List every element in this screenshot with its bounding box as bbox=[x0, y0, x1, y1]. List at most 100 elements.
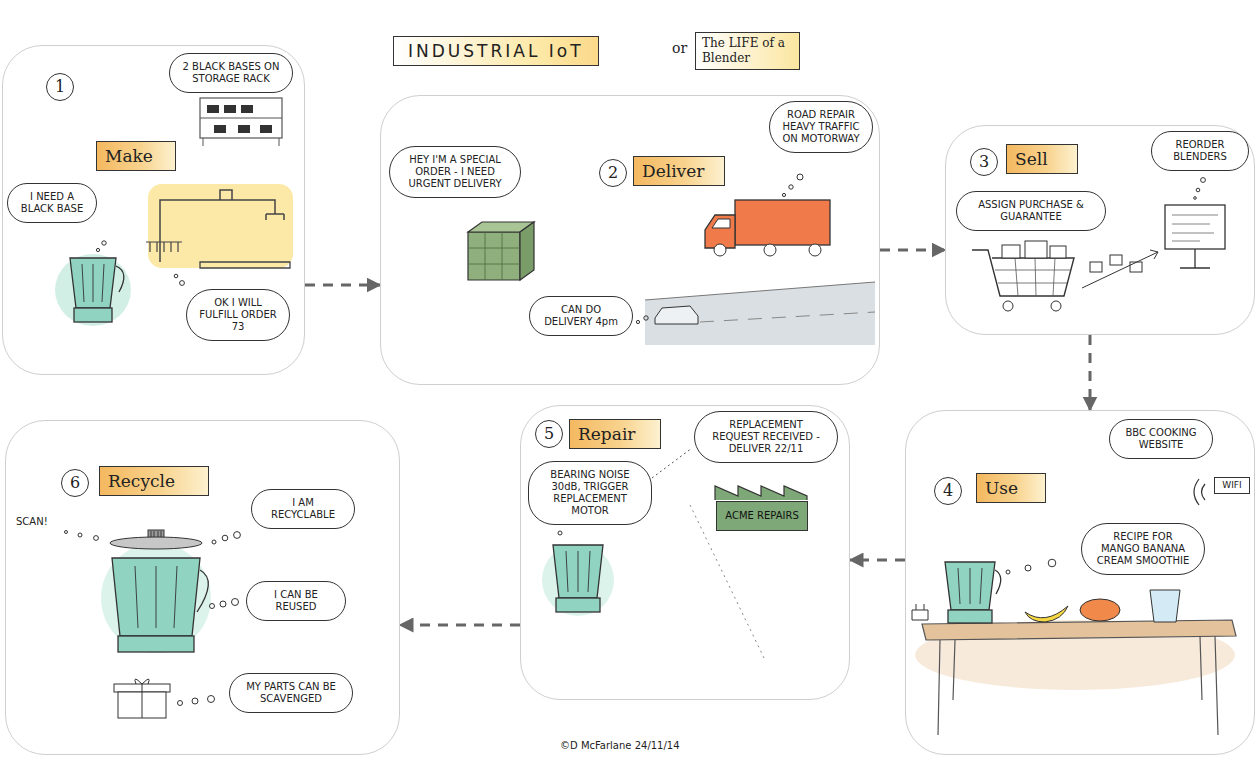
blender-jar bbox=[945, 562, 995, 610]
table-wash bbox=[915, 620, 1235, 690]
truck-box bbox=[735, 200, 830, 245]
dashed-flow-arrow bbox=[1089, 335, 1092, 410]
blender-jar bbox=[112, 558, 200, 636]
stage-region: 2HEY I'M A SPECIAL ORDER - I NEED URGENT… bbox=[380, 95, 880, 385]
thought-bubble: I AM RECYCLABLE bbox=[251, 489, 355, 529]
rack-leg bbox=[203, 138, 204, 146]
thought-bubble: REORDER BLENDERS bbox=[1151, 131, 1249, 171]
stage-number: 3 bbox=[970, 148, 998, 176]
cart-wheel bbox=[1051, 301, 1061, 311]
bubble-text: REORDER BLENDERS bbox=[1164, 139, 1236, 163]
rack-frame bbox=[200, 98, 282, 138]
blender-lid bbox=[110, 537, 202, 549]
thought-dot bbox=[1048, 559, 1056, 567]
monitor-lines bbox=[1172, 215, 1218, 241]
cart-item bbox=[1002, 245, 1020, 258]
stage-label-box: Make bbox=[96, 141, 176, 171]
blender-ribs bbox=[958, 568, 982, 604]
thought-bubble: MY PARTS CAN BE SCAVENGED bbox=[229, 673, 353, 713]
diagram-title: INDUSTRIAL IoT bbox=[393, 36, 599, 66]
thought-bubble: ASSIGN PURCHASE & GUARANTEE bbox=[956, 191, 1106, 231]
thought-dot bbox=[220, 601, 226, 607]
bubble-text: ROAD REPAIR HEAVY TRAFFIC ON MOTORWAY bbox=[782, 109, 860, 145]
pallet-front bbox=[468, 232, 520, 280]
blender-wash bbox=[542, 544, 614, 616]
thought-bubble: ROAD REPAIR HEAVY TRAFFIC ON MOTORWAY bbox=[769, 101, 873, 153]
road-marking bbox=[700, 312, 875, 322]
stage-number: 1 bbox=[46, 73, 74, 101]
factory-building: ACME REPAIRS bbox=[716, 501, 808, 531]
cart-wheel bbox=[1003, 301, 1013, 311]
dashed-flow-arrow bbox=[305, 284, 380, 287]
stage-number: 5 bbox=[535, 420, 563, 448]
rack-item bbox=[241, 105, 253, 113]
parts-box-bow bbox=[135, 679, 149, 718]
bubble-text: I CAN BE REUSED bbox=[259, 589, 333, 613]
blender-handle bbox=[116, 266, 124, 292]
stage-label: Recycle bbox=[108, 470, 200, 492]
truck-wheel bbox=[764, 244, 776, 256]
thought-dot bbox=[222, 535, 228, 541]
bubble-text: I AM RECYCLABLE bbox=[264, 497, 342, 521]
thought-dot bbox=[192, 698, 198, 704]
banana bbox=[1025, 606, 1068, 622]
router-label: WIFI bbox=[1218, 480, 1246, 491]
stage-region: 5RepairBEARING NOISE 30dB, TRIGGER REPLA… bbox=[520, 405, 850, 700]
power-plug bbox=[912, 604, 928, 620]
thought-dot bbox=[212, 540, 216, 544]
factory-roof bbox=[715, 486, 807, 500]
rack-item bbox=[238, 125, 250, 133]
thought-dot bbox=[96, 248, 99, 251]
bubble-text: REPLACEMENT REQUEST RECEIVED - DELIVER 2… bbox=[707, 419, 825, 455]
bubble-text: HEY I'M A SPECIAL ORDER - I NEED URGENT … bbox=[402, 154, 508, 190]
stage-region: 6 Recycle I AM RECYCLABLE I CAN BE REUSED MY… bbox=[5, 420, 400, 755]
parcel bbox=[1130, 262, 1142, 272]
thought-dot bbox=[1201, 178, 1206, 183]
machine-wash bbox=[148, 184, 293, 268]
bubble-text: RECIPE FOR MANGO BANANA CREAM SMOOTHIE bbox=[1094, 531, 1192, 567]
rack-item bbox=[224, 105, 236, 113]
cart-item bbox=[1050, 246, 1066, 258]
bubble-text: MY PARTS CAN BE SCAVENGED bbox=[242, 681, 340, 705]
thought-bubble: 2 BLACK BASES ON STORAGE RACK bbox=[169, 53, 293, 93]
glass bbox=[1150, 590, 1180, 622]
flow-arrow bbox=[1082, 250, 1158, 288]
stage-label-box: Deliver bbox=[633, 156, 725, 186]
thought-dot bbox=[1194, 197, 1197, 200]
stage-label: Deliver bbox=[642, 160, 716, 182]
scan-note: SCAN! bbox=[16, 516, 48, 527]
stage-number: 6 bbox=[61, 469, 89, 497]
thought-dot bbox=[210, 604, 215, 609]
thought-dot bbox=[208, 696, 215, 703]
building-label: ACME REPAIRS bbox=[723, 510, 801, 522]
copyright-note: ©D McFarlane 24/11/14 bbox=[560, 740, 680, 751]
table-legs bbox=[938, 636, 1218, 735]
thought-bubble: BBC COOKING WEBSITE bbox=[1109, 419, 1213, 459]
stage-region: 4UseBBC COOKING WEBSITEWIFIRECIPE FOR MA… bbox=[905, 410, 1255, 755]
blender-jar bbox=[553, 545, 603, 598]
thought-bubble: I NEED A BLACK BASE bbox=[7, 183, 97, 223]
thought-dot bbox=[232, 599, 239, 606]
thought-dot bbox=[234, 532, 241, 539]
thought-dot bbox=[558, 531, 562, 535]
thought-dot bbox=[102, 241, 106, 245]
wifi-waves bbox=[1194, 479, 1205, 505]
thought-bubble: REPLACEMENT REQUEST RECEIVED - DELIVER 2… bbox=[694, 411, 838, 463]
thought-bubble: OK I WILL FULFILL ORDER 73 bbox=[186, 289, 290, 341]
thought-dot bbox=[644, 316, 648, 320]
bubble-text: CAN DO DELIVERY 4pm bbox=[542, 304, 620, 328]
blender-jar bbox=[70, 258, 116, 308]
parcel bbox=[1110, 255, 1122, 265]
road-edge bbox=[645, 282, 875, 300]
stage-label: Make bbox=[105, 145, 167, 167]
parcel bbox=[1090, 262, 1102, 272]
blender-wash bbox=[55, 254, 131, 326]
thought-bubble: BEARING NOISE 30dB, TRIGGER REPLACEMENT … bbox=[528, 461, 652, 525]
thought-dot bbox=[782, 193, 785, 196]
thought-dot bbox=[180, 281, 185, 286]
mango bbox=[1080, 599, 1120, 621]
bubble-text: OK I WILL FULFILL ORDER 73 bbox=[199, 297, 277, 333]
